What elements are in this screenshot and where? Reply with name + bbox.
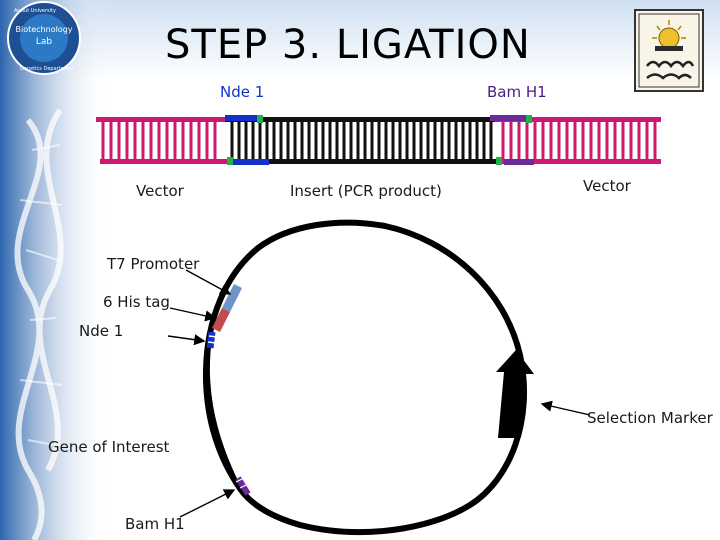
t7-promoter-label: T7 Promoter	[107, 255, 200, 273]
background-helix	[14, 108, 64, 540]
selection-marker-label: Selection Marker	[587, 409, 713, 427]
bamh1-pointer	[179, 489, 236, 518]
logo-university-text: Assiut University	[14, 8, 56, 14]
bamh1-plasmid-label: Bam H1	[125, 515, 185, 533]
nde1-top-label: Nde 1	[220, 83, 265, 101]
nde1-plasmid-label: Nde 1	[79, 322, 124, 340]
plasmid	[202, 219, 534, 535]
vector-dna-right	[495, 117, 661, 164]
assiut-university-logo	[634, 9, 704, 92]
his-tag-pointer	[169, 307, 217, 322]
university-lab-logo: Biotechnology Lab Assiut University Gene…	[7, 1, 81, 75]
plasmid-backbone	[202, 219, 527, 535]
selection-marker-pointer	[540, 400, 591, 416]
nde1-plasmid-site	[206, 331, 218, 349]
t7-pointer	[185, 269, 232, 295]
bamh1-top-label: Bam H1	[487, 83, 547, 101]
vector-right-label: Vector	[583, 177, 631, 195]
nde1-site-bottom	[227, 157, 269, 165]
bamh1-site-top	[490, 115, 532, 123]
bamh1-plasmid-site	[235, 476, 251, 496]
nde1-pointer	[167, 334, 206, 346]
bamh1-site-bottom	[496, 157, 534, 165]
label-pointers	[167, 269, 591, 518]
logo-department-text: Genetics Department	[20, 66, 74, 72]
vector-left-label: Vector	[136, 182, 184, 200]
logo-lab-text: Lab	[36, 37, 53, 47]
insert-label: Insert (PCR product)	[290, 182, 442, 200]
insert-dna	[225, 117, 499, 164]
t7-promoter-segment	[221, 283, 243, 313]
vector-dna-left	[96, 117, 229, 164]
nde1-site-top	[225, 115, 263, 123]
his-tag-label: 6 His tag	[103, 293, 170, 311]
selection-marker-arrow	[496, 350, 534, 438]
slide-title: STEP 3. LIGATION	[165, 22, 531, 68]
logo-biotech-text: Biotechnology	[15, 25, 72, 34]
his-tag-segment	[211, 307, 231, 333]
gene-of-interest-label: Gene of Interest	[48, 438, 170, 456]
